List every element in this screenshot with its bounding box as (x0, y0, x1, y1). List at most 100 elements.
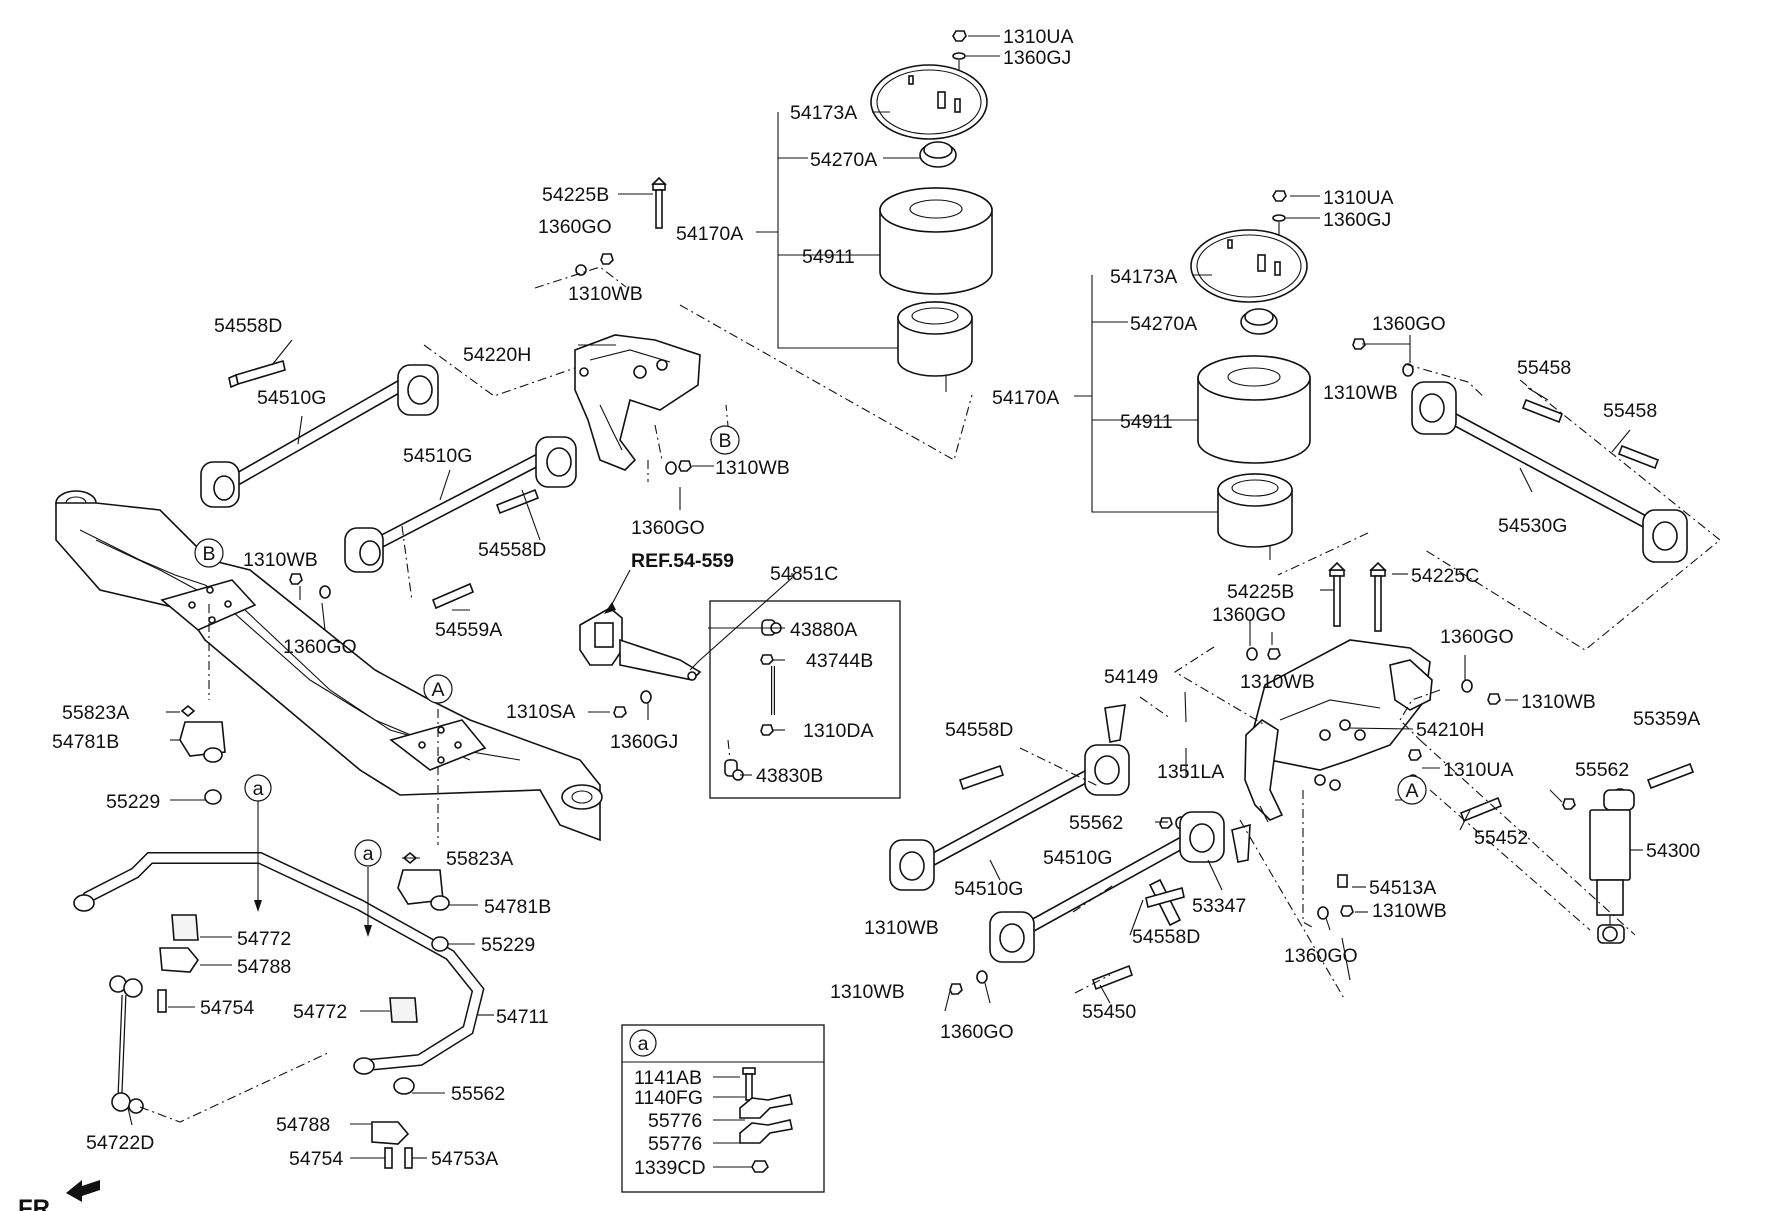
label-r-1310ua-top: 1310UA (1323, 187, 1393, 209)
label-r-54558d-top: 54558D (945, 719, 1013, 741)
label-r-54225b: 54225B (1227, 581, 1294, 603)
label-r-54510g-b: 54510G (954, 878, 1023, 900)
label-55562-left: 55562 (451, 1083, 505, 1105)
label-54711: 54711 (496, 1006, 549, 1028)
label-54911-top: 54911 (802, 246, 855, 268)
label-r-1360go-top: 1360GO (1372, 313, 1446, 335)
part-labels: 1310UA 1360GJ 54173A 54270A 54225B 1360G… (52, 26, 1700, 1179)
stabilizer-link (109, 975, 144, 1114)
label-54173a-top: 54173A (790, 102, 857, 124)
front-label: FR. (18, 1195, 57, 1211)
valve-link-box (709, 600, 901, 799)
control-arm-right-middle (889, 704, 1187, 891)
label-r-1360go-mid: 1360GO (1212, 604, 1286, 626)
label-r-54170a: 54170A (992, 387, 1059, 409)
label-r-1310wb-left: 1310WB (864, 917, 939, 939)
label-kit-1339cd: 1339CD (634, 1157, 706, 1179)
kit-parts (713, 1067, 793, 1173)
label-1360go-mid: 1360GO (631, 517, 705, 539)
label-r-54149: 54149 (1104, 666, 1158, 688)
label-kit-55776b: 55776 (648, 1133, 702, 1155)
label-54851c: 54851C (770, 563, 838, 585)
callout-b-top (710, 425, 740, 455)
label-r-54558d-bot: 54558D (1132, 926, 1200, 948)
callout-b-axle (194, 538, 224, 568)
label-55823a-top: 55823A (62, 702, 129, 724)
label-54220h: 54220H (463, 344, 531, 366)
label-r-55562-right: 55562 (1575, 759, 1629, 781)
label-1310da: 1310DA (803, 720, 873, 742)
label-54754-bot: 54754 (289, 1148, 343, 1170)
callout-b-top-text: B (718, 430, 731, 452)
label-54788-bot: 54788 (276, 1114, 330, 1136)
label-r-55452: 55452 (1474, 827, 1528, 849)
label-r-1360go-bottom: 1360GO (940, 1021, 1014, 1043)
label-1310ua-top: 1310UA (1003, 26, 1073, 48)
label-r-54270a: 54270A (1130, 313, 1197, 335)
label-r-53347: 53347 (1192, 895, 1246, 917)
axle-brackets (179, 704, 450, 952)
label-1360go-top: 1360GO (538, 216, 612, 238)
control-arm-left-lower (289, 436, 692, 610)
label-r-1351la: 1351LA (1157, 761, 1224, 783)
label-r-1310wb-top: 1310WB (1323, 382, 1398, 404)
label-54754-top: 54754 (200, 997, 254, 1019)
leveling-valve (579, 607, 782, 781)
label-r-1360go-low: 1360GO (1284, 945, 1358, 967)
control-arm-right-lower (949, 811, 1251, 995)
label-r-55458-b: 55458 (1603, 400, 1657, 422)
callout-a-right-text: A (1405, 780, 1418, 802)
label-r-54911: 54911 (1120, 411, 1173, 433)
label-r-54300: 54300 (1646, 840, 1700, 862)
label-43744b: 43744B (806, 650, 873, 672)
label-54753a: 54753A (431, 1148, 498, 1170)
label-r-1360gj-top: 1360GJ (1323, 209, 1391, 231)
label-1310sa: 1310SA (506, 701, 575, 723)
label-r-55562-mid: 55562 (1069, 812, 1123, 834)
callout-a-lower-mid (354, 839, 382, 867)
label-r-1310wb-mid: 1310WB (1240, 671, 1315, 693)
callout-markers: B B A A a a a (194, 425, 1427, 1057)
label-55229-bot: 55229 (481, 934, 535, 956)
control-arm-right-upper (1352, 338, 1688, 563)
label-r-54530g: 54530G (1498, 515, 1567, 537)
label-r-1310wb-low: 1310WB (1372, 900, 1447, 922)
label-r-54510g-a: 54510G (1043, 847, 1112, 869)
label-55823a-bot: 55823A (446, 848, 513, 870)
label-1310wb-mid: 1310WB (715, 457, 790, 479)
label-54559a: 54559A (435, 619, 502, 641)
label-kit-55776a: 55776 (648, 1110, 702, 1132)
callout-a-axle (423, 674, 453, 704)
air-spring-right (1190, 190, 1311, 560)
callout-a-lower-left (244, 774, 272, 802)
label-1360gj-top: 1360GJ (1003, 47, 1071, 69)
label-54558d-mid: 54558D (478, 539, 546, 561)
label-54772-bot: 54772 (293, 1001, 347, 1023)
label-54225b-top: 54225B (542, 184, 609, 206)
callout-b-axle-text: B (202, 543, 215, 565)
upper-bracket-left (574, 176, 701, 471)
label-54170a-top: 54170A (676, 223, 743, 245)
leader-lines (127, 35, 1643, 1159)
label-54558d-top: 54558D (214, 315, 282, 337)
label-r-54210h: 54210H (1416, 719, 1484, 741)
upper-bracket-right (1244, 561, 1501, 920)
label-43880a: 43880A (790, 619, 857, 641)
callout-a-kit-text: a (638, 1033, 649, 1055)
callout-a-lower-left-text: a (253, 778, 264, 800)
label-54270a-top: 54270A (810, 149, 877, 171)
label-r-1310ua-low: 1310UA (1443, 759, 1513, 781)
label-54772-top: 54772 (237, 928, 291, 950)
label-r-54225c: 54225C (1411, 565, 1479, 587)
control-arm-left-upper (200, 359, 439, 508)
label-r-54173a: 54173A (1110, 266, 1177, 288)
label-54781b-top: 54781B (52, 731, 119, 753)
label-54510g-mid: 54510G (403, 445, 472, 467)
label-ref: REF.54-559 (631, 550, 734, 572)
label-1310wb-left: 1310WB (243, 549, 318, 571)
label-1310wb-top: 1310WB (568, 283, 643, 305)
label-r-55458-a: 55458 (1517, 357, 1571, 379)
kit-box (621, 1024, 825, 1193)
label-r-1310wb-bottom: 1310WB (830, 981, 905, 1003)
